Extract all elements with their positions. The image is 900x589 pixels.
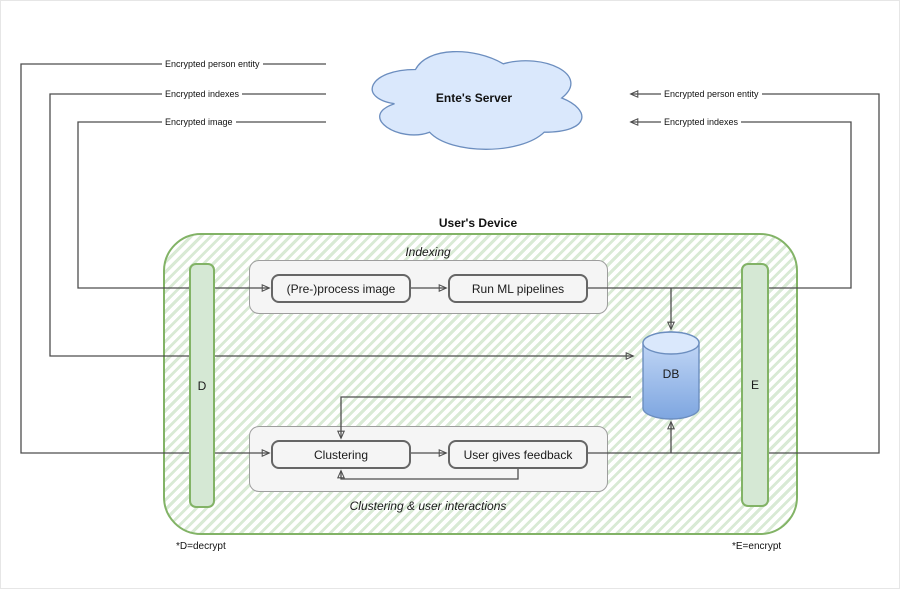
server-label: Ente's Server: [435, 91, 513, 105]
preprocess-image-box: (Pre-)process image: [271, 274, 411, 303]
device-title: User's Device: [438, 216, 518, 230]
edge-label-download-indexes: Encrypted indexes: [162, 88, 243, 100]
edge-label-download-person-entity: Encrypted person entity: [162, 58, 263, 70]
edge-label-upload-person-entity: Encrypted person entity: [661, 88, 762, 100]
decrypt-bar: D: [189, 263, 215, 508]
database-cylinder: DB: [642, 331, 700, 420]
database-label: DB: [662, 367, 680, 381]
clustering-box: Clustering: [271, 440, 411, 469]
run-ml-pipelines-box: Run ML pipelines: [448, 274, 588, 303]
edge-feedback-loop: [336, 469, 519, 480]
cloud-shape: [371, 50, 583, 150]
encrypt-bar: E: [741, 263, 769, 507]
encrypt-footnote: *E=encrypt: [732, 541, 782, 552]
edge-label-download-image: Encrypted image: [162, 116, 236, 128]
server-cloud: Ente's Server: [357, 41, 591, 155]
cylinder-shape: [642, 331, 700, 420]
indexing-section-label: Indexing: [405, 245, 451, 259]
edge-upload-person-entity: [588, 89, 880, 454]
user-feedback-box: User gives feedback: [448, 440, 588, 469]
edge-label-upload-indexes: Encrypted indexes: [661, 116, 742, 128]
clustering-section-label: Clustering & user interactions: [349, 499, 507, 513]
decrypt-footnote: *D=decrypt: [176, 541, 226, 552]
edge-upload-indexes: [588, 117, 852, 289]
edge-db-to-clustering: [336, 396, 631, 440]
